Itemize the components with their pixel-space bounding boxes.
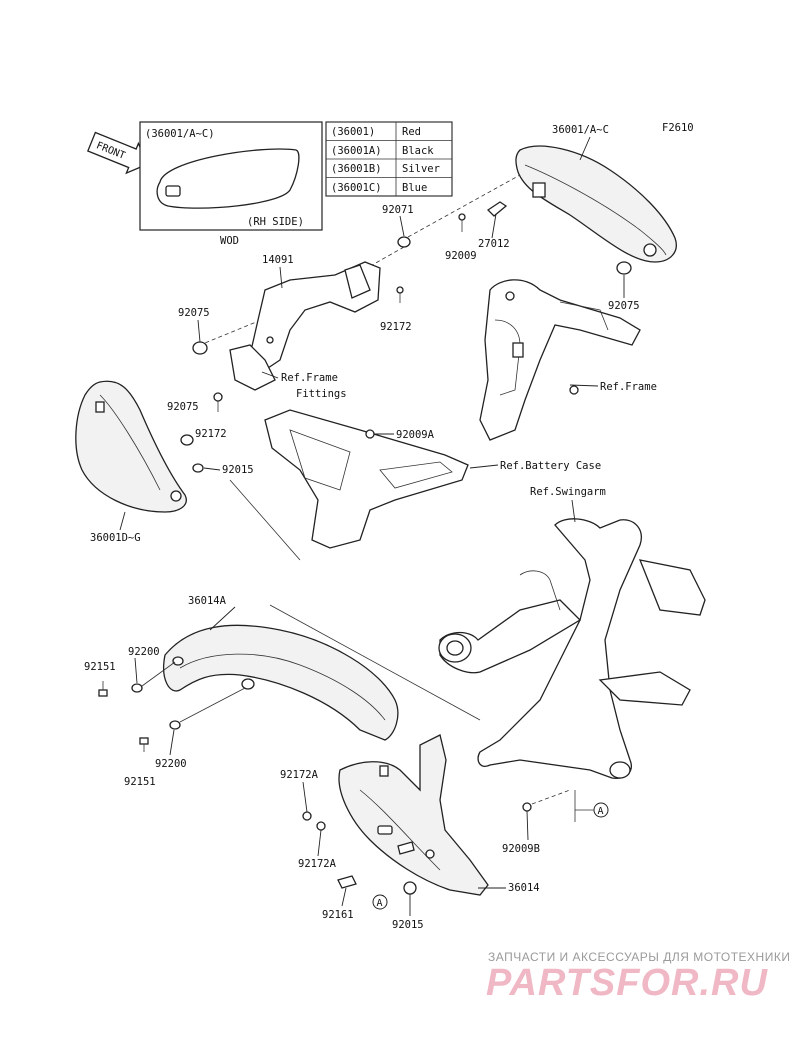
label-92200-bot: 92200 [155, 758, 187, 770]
label-92172-top: 92172 [380, 321, 412, 333]
callout-a-bottom: A [372, 894, 388, 910]
washer-92200-top [131, 683, 143, 693]
label-92009b: 92009B [502, 843, 540, 855]
label-36001-a-c: 36001/A~C [552, 124, 609, 136]
screw-92009 [458, 213, 466, 232]
clip-92161 [337, 875, 357, 889]
label-ref-battery-case: Ref.Battery Case [500, 460, 601, 472]
collar-92015-bot [403, 881, 417, 895]
color-name-2: Silver [402, 163, 440, 175]
bolt-92151-bot [139, 737, 149, 752]
right-side-cover [515, 145, 677, 263]
washer-92200-bot [169, 720, 181, 730]
label-36014a: 36014A [188, 595, 227, 607]
label-92151-bot: 92151 [124, 776, 156, 788]
label-ref-frame-fittings-1: Ref.Frame [281, 372, 338, 384]
callout-a-right-text: A [598, 806, 604, 817]
callout-a-bottom-text: A [377, 898, 383, 909]
label-14091: 14091 [262, 254, 294, 266]
color-name-3: Blue [402, 182, 427, 194]
label-92075-right: 92075 [608, 300, 640, 312]
swingarm [438, 518, 706, 779]
front-arrow-icon: FRONT [87, 131, 149, 175]
label-92172a-top: 92172A [280, 769, 319, 781]
label-36001-d-g: 36001D~G [90, 532, 141, 544]
frame-structure [479, 279, 641, 441]
color-code-2: (36001B) [331, 163, 382, 175]
label-92172a-bot: 92172A [298, 858, 337, 870]
bolt-92009b [522, 802, 532, 812]
color-name-1: Black [402, 145, 434, 157]
label-92161: 92161 [322, 909, 354, 921]
label-92151-top: 92151 [84, 661, 116, 673]
bolt-92151-top [98, 681, 108, 697]
screw-92172a-top [302, 811, 312, 821]
left-side-cover [75, 380, 187, 513]
label-ref-frame-fittings-2: Fittings [296, 388, 347, 400]
screw-92172a-bot [316, 821, 326, 831]
figure-code: F2610 [662, 122, 694, 134]
chain-guard-36014a [163, 624, 399, 741]
battery-case [264, 409, 469, 549]
color-table: (36001) Red (36001A) Black (36001B) Silv… [325, 121, 453, 197]
ref-frame-fittings-part [229, 344, 276, 391]
chain-cover-36014 [338, 734, 489, 896]
grommet-92075-left1 [192, 341, 208, 355]
label-36014: 36014 [508, 882, 540, 894]
label-92075-left1: 92075 [178, 307, 210, 319]
color-name-0: Red [402, 126, 421, 138]
label-92009: 92009 [445, 250, 477, 262]
label-92075-left2: 92075 [167, 401, 199, 413]
label-92200-top: 92200 [128, 646, 160, 658]
inset-box: (36001/A~C) (RH SIDE) [139, 121, 323, 231]
callout-a-right: A [593, 802, 609, 818]
label-92015-top: 92015 [222, 464, 254, 476]
bracket-14091 [249, 261, 381, 373]
label-ref-swingarm: Ref.Swingarm [530, 486, 606, 498]
clip-27012 [486, 201, 508, 217]
inset-title: (36001/A~C) [145, 128, 215, 140]
color-code-3: (36001C) [331, 182, 382, 194]
label-ref-frame: Ref.Frame [600, 381, 657, 393]
collar-92015-top [192, 463, 204, 473]
watermark-brand: PARTSFOR.RU [486, 962, 768, 1004]
grommet-92071 [397, 236, 411, 248]
label-92172-left: 92172 [195, 428, 227, 440]
grommet-92172-left [180, 434, 194, 446]
color-code-0: (36001) [331, 126, 375, 138]
grommet-92075-right [616, 261, 632, 275]
label-92071: 92071 [382, 204, 414, 216]
screw-92172-top [396, 286, 404, 303]
label-27012: 27012 [478, 238, 510, 250]
inset-side-note: (RH SIDE) [247, 216, 304, 228]
screw-92009a [365, 429, 375, 439]
label-92015-bot: 92015 [392, 919, 424, 931]
screw-92075-left2 [213, 392, 223, 412]
color-code-1: (36001A) [331, 145, 382, 157]
watermark-tagline: ЗАПЧАСТИ И АКСЕССУАРЫ ДЛЯ МОТОТЕХНИКИ [488, 950, 790, 964]
label-92009a: 92009A [396, 429, 435, 441]
inset-caption: WOD [220, 235, 239, 247]
